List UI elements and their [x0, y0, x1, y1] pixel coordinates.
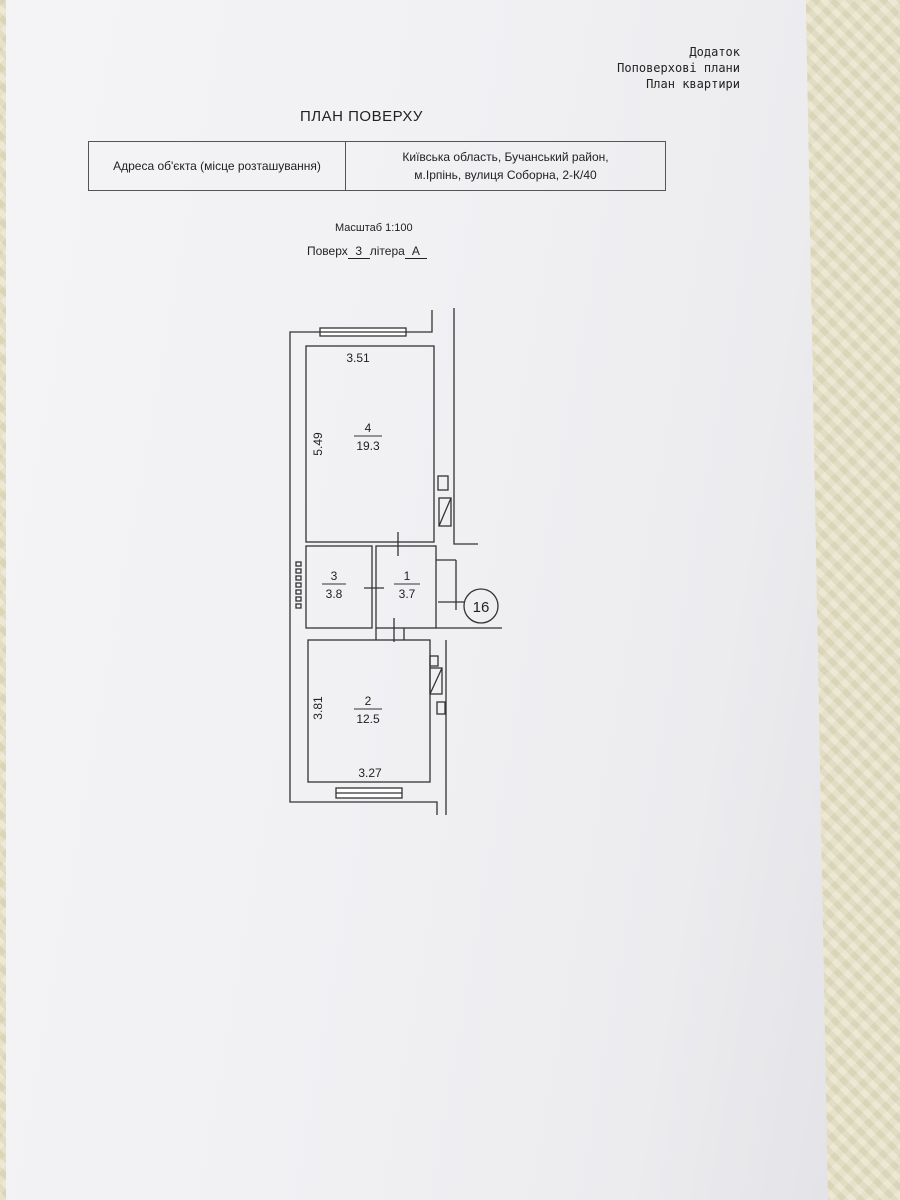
- appendix-line: Поповерхові плани: [617, 61, 740, 75]
- ventilation-marks: [295, 561, 302, 609]
- address-label: Адреса об'єкта (місце розташування): [89, 142, 346, 190]
- dimension-room2-width: 3.27: [358, 766, 382, 780]
- room-1-outline: [375, 545, 437, 629]
- room-2-area: 12.5: [356, 712, 380, 726]
- appendix-header: Додаток Поповерхові плани План квартири: [617, 44, 740, 92]
- room-3-area: 3.8: [326, 587, 343, 601]
- dimension-room4-length: 5.49: [311, 432, 325, 456]
- appendix-line: Додаток: [689, 45, 740, 59]
- address-line-1: Київська область, Бучанський район,: [402, 150, 609, 164]
- duct-box-diag: [438, 497, 452, 527]
- appendix-line: План квартири: [646, 77, 740, 91]
- duct-box: [436, 701, 446, 715]
- room-3-outline: [305, 545, 373, 629]
- address-table: Адреса об'єкта (місце розташування) Київ…: [88, 141, 666, 191]
- document-sheet: [6, 0, 828, 1200]
- stair-marker-number: 16: [473, 599, 490, 616]
- room-4-number: 4: [365, 421, 372, 435]
- outer-wall: [289, 310, 438, 815]
- duct-box-diag: [429, 667, 443, 695]
- room-1-number: 1: [404, 569, 411, 583]
- floor-prefix: Поверх: [307, 244, 348, 258]
- room-1-area: 3.7: [399, 587, 416, 601]
- letter-prefix: літера: [369, 244, 405, 258]
- room-2-number: 2: [365, 694, 372, 708]
- floor-number: 3: [347, 245, 370, 259]
- stair-marker-circle: [463, 588, 499, 624]
- scale-label: Масштаб 1:100: [335, 222, 413, 234]
- page-title: ПЛАН ПОВЕРХУ: [300, 108, 423, 125]
- room-3-number: 3: [331, 569, 338, 583]
- address-value: Київська область, Бучанський район, м.Ір…: [346, 142, 665, 190]
- duct-box: [438, 497, 452, 527]
- dimension-room4-width: 3.51: [346, 351, 370, 365]
- room-4-outline: [305, 345, 435, 543]
- duct-box: [437, 475, 449, 491]
- duct-box: [429, 667, 443, 695]
- duct-box: [429, 655, 439, 667]
- room-4-area: 19.3: [356, 439, 380, 453]
- dimension-room2-length: 3.81: [311, 696, 325, 720]
- address-line-2: м.Ірпінь, вулиця Соборна, 2-К/40: [414, 168, 597, 182]
- shaft-wall: [453, 308, 478, 545]
- letter-value: А: [404, 245, 427, 259]
- room-2-outline: [307, 639, 431, 783]
